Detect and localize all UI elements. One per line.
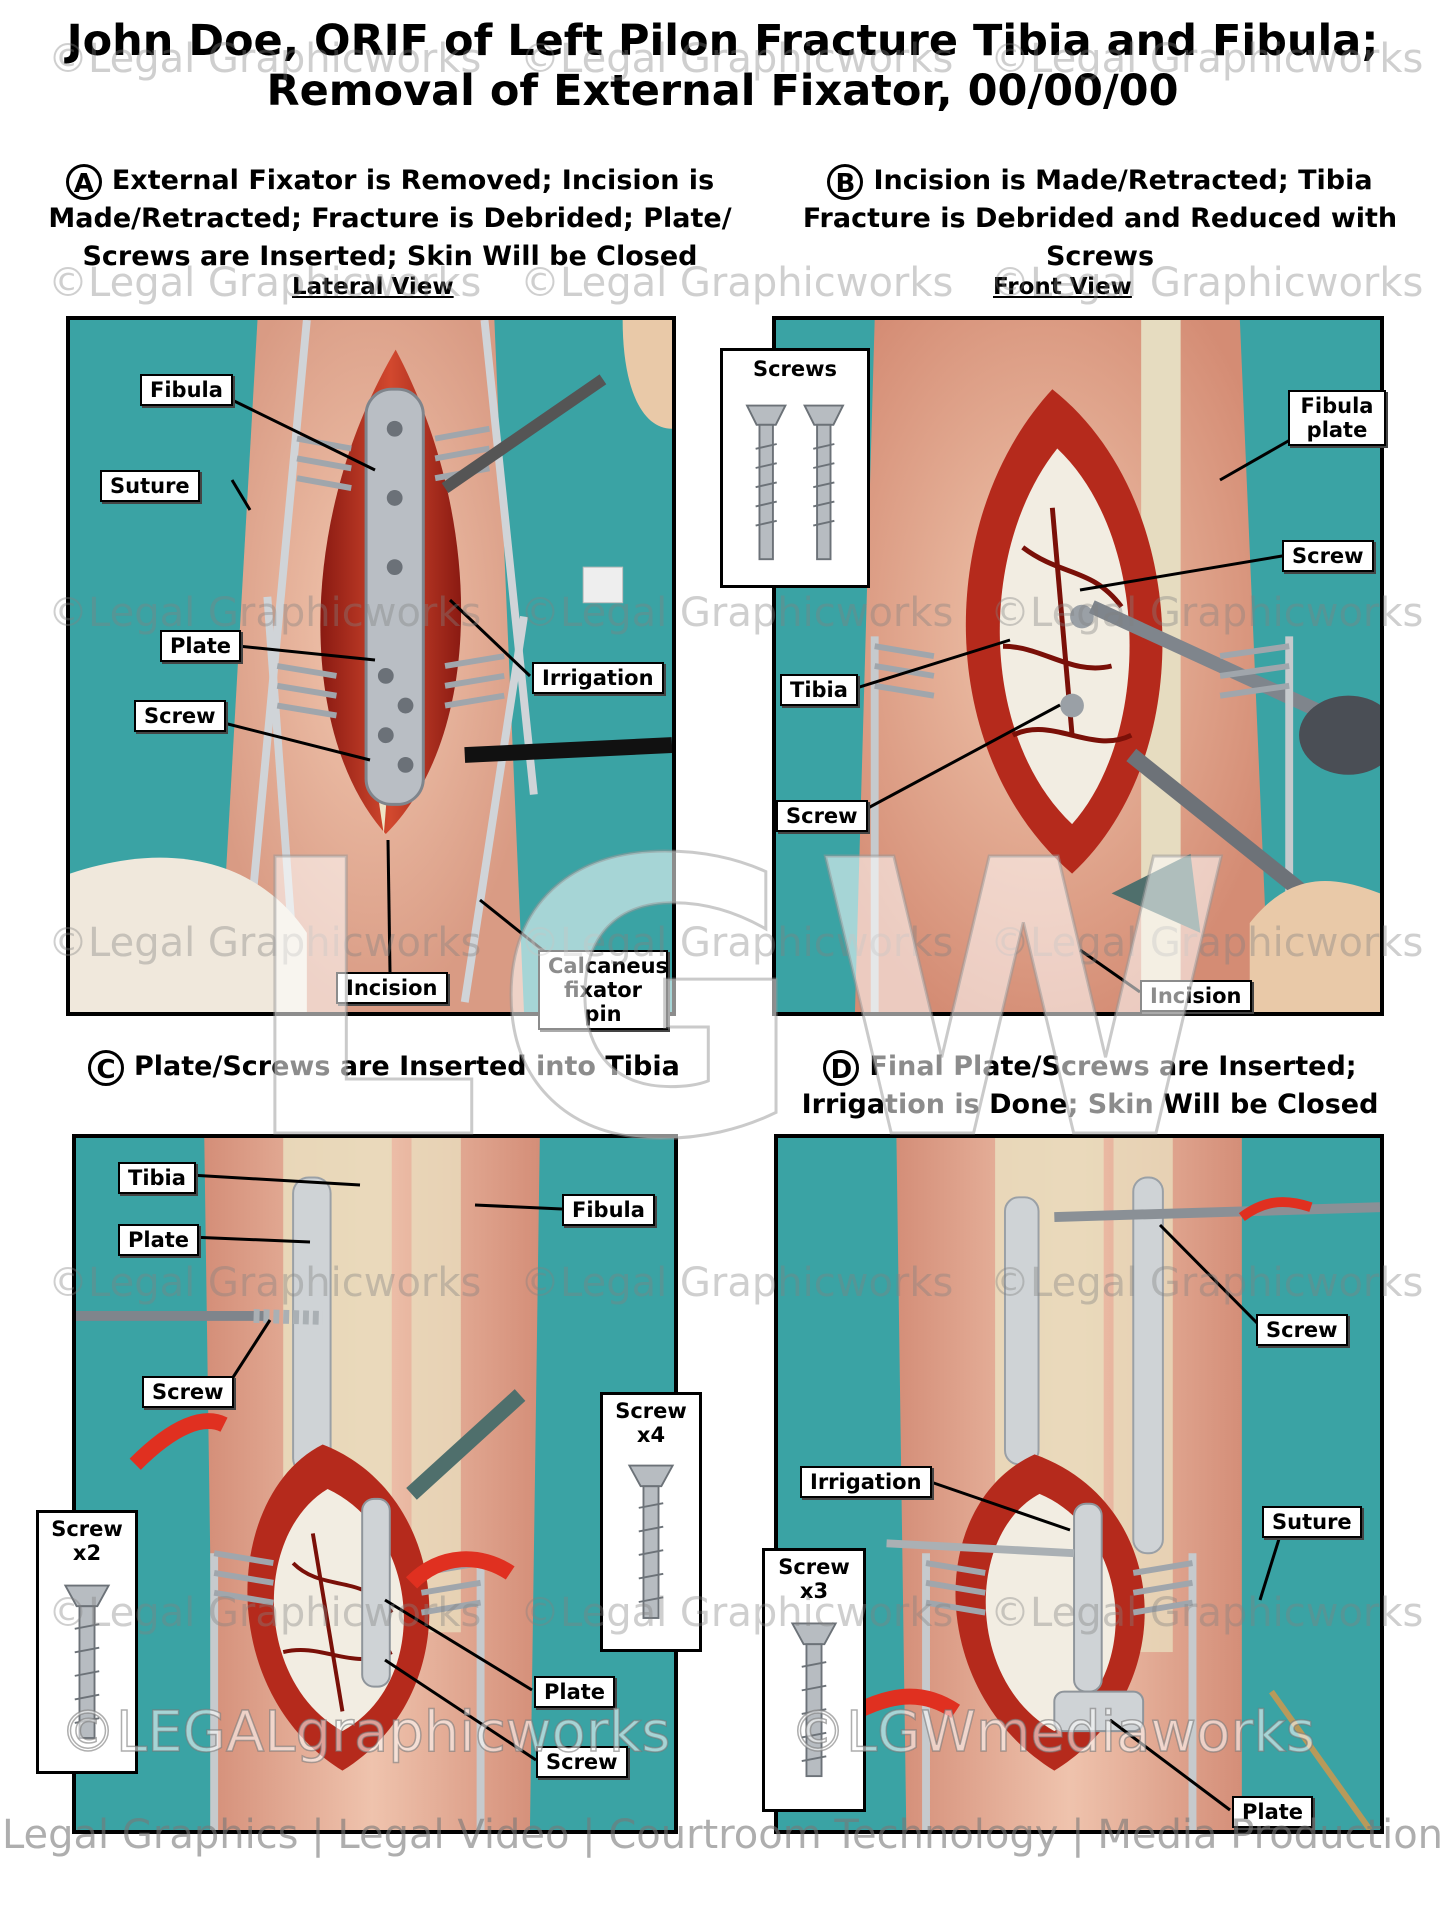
panel-d-illustration <box>774 1134 1384 1834</box>
screws-icon <box>745 404 845 561</box>
label-fibula-c: Fibula <box>562 1194 655 1226</box>
label-fibula-a: Fibula <box>140 374 233 406</box>
caption-d-text: Final Plate/Screws are Inserted; Irrigat… <box>801 1051 1379 1120</box>
screw-icon-x3 <box>790 1622 838 1778</box>
screw-icon-x2 <box>63 1584 111 1739</box>
screw-x4-title: Screw x4 <box>615 1399 687 1447</box>
label-incision-b: Incision <box>1140 980 1252 1012</box>
label-tibia-c: Tibia <box>118 1162 196 1194</box>
caption-c-text: Plate/Screws are Inserted into Tibia <box>134 1051 680 1082</box>
screw-icon-x4 <box>627 1464 675 1619</box>
label-screw-b2: Screw <box>776 800 868 832</box>
footer-tagline: Legal Graphics | Legal Video | Courtroom… <box>1 1812 1444 1858</box>
view-label-lateral: Lateral View <box>292 274 454 300</box>
view-label-front: Front View <box>993 274 1132 300</box>
panel-letter-c: C <box>88 1049 124 1086</box>
screw-x2-callout-box: Screw x2 <box>36 1510 138 1774</box>
panel-b-illustration <box>772 316 1384 1016</box>
brand-watermark-left: ©LEGALgraphicworks <box>59 1699 671 1766</box>
screw-x3-title: Screw x3 <box>778 1555 850 1603</box>
label-suture-d: Suture <box>1262 1506 1362 1538</box>
label-screw-c2: Screw <box>536 1746 628 1778</box>
caption-c: C Plate/Screws are Inserted into Tibia <box>88 1048 708 1086</box>
label-screw-b1: Screw <box>1282 540 1374 572</box>
label-screw-d: Screw <box>1256 1314 1348 1346</box>
panel-letter-a: A <box>65 163 102 200</box>
label-screw-a: Screw <box>134 700 226 732</box>
screw-x2-title: Screw x2 <box>51 1517 123 1565</box>
label-irrigation-d: Irrigation <box>800 1466 932 1498</box>
screws-callout-box: Screws <box>720 348 870 588</box>
panel-letter-d: D <box>823 1049 860 1086</box>
label-fibula-plate: Fibula plate <box>1288 390 1386 446</box>
label-calcaneus-fixator-pin: Calcaneus fixator pin <box>538 950 668 1030</box>
panel-letter-b: B <box>827 163 864 200</box>
screw-x4-callout-box: Screw x4 <box>600 1392 702 1652</box>
label-plate-c1: Plate <box>118 1224 200 1256</box>
screw-x3-callout-box: Screw x3 <box>762 1548 866 1812</box>
label-plate-d: Plate <box>1232 1796 1314 1828</box>
panel-a-art <box>70 320 672 1012</box>
screws-box-title: Screws <box>752 357 838 381</box>
caption-a-text: External Fixator is Removed; Incision is… <box>48 165 732 272</box>
title-line-2: Removal of External Fixator, 00/00/00 <box>266 66 1179 116</box>
label-irrigation-a: Irrigation <box>532 662 664 694</box>
label-plate-a: Plate <box>160 630 242 662</box>
title-line-1: John Doe, ORIF of Left Pilon Fracture Ti… <box>66 16 1379 66</box>
panel-d-art <box>853 1138 1380 1830</box>
label-screw-c1: Screw <box>142 1376 234 1408</box>
label-tibia-b: Tibia <box>780 674 858 706</box>
label-incision-a: Incision <box>336 972 448 1004</box>
caption-b-text: Incision is Made/Retracted; Tibia Fractu… <box>802 165 1398 272</box>
label-plate-c2: Plate <box>534 1676 616 1708</box>
label-suture-a: Suture <box>100 470 200 502</box>
brand-watermark-right: ©LGWmediaworks <box>789 1699 1316 1766</box>
